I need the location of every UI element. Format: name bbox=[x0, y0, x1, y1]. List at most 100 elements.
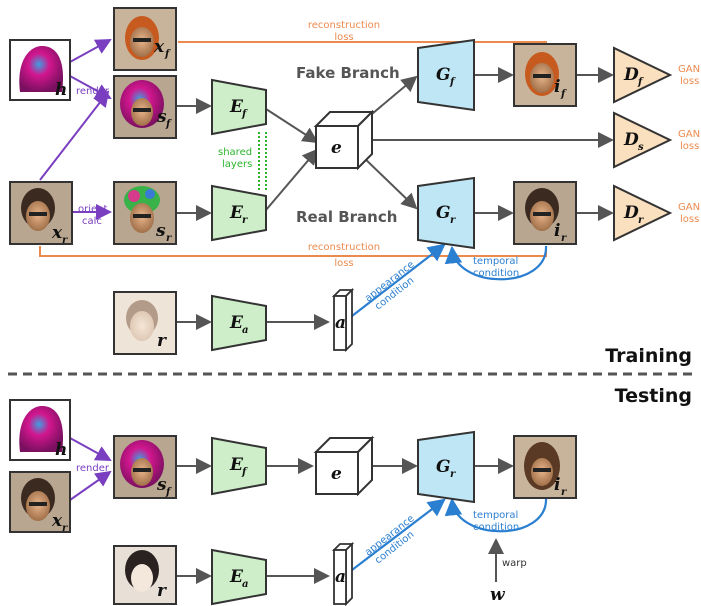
generator-f bbox=[417, 38, 475, 112]
label-i-r-sub: r bbox=[561, 233, 567, 244]
encoder-a-training bbox=[211, 294, 267, 352]
test-main-arrows bbox=[176, 458, 514, 584]
label-G-r-sub: r bbox=[450, 215, 456, 226]
label-orient: orient bbox=[78, 204, 107, 215]
shared-layers-link bbox=[258, 132, 267, 190]
label-s-f: s bbox=[156, 107, 167, 127]
label-i-r-testing: i bbox=[554, 475, 560, 495]
label-i-r-testing-sub: r bbox=[561, 487, 567, 498]
label-D-s: D bbox=[623, 130, 639, 150]
label-w: w bbox=[490, 585, 506, 605]
encoder-a-testing bbox=[211, 548, 267, 606]
label-gan-r-2: loss bbox=[680, 214, 699, 225]
discriminator-r bbox=[613, 184, 673, 242]
label-real-branch: Real Branch bbox=[296, 208, 397, 226]
label-shared: shared bbox=[218, 147, 252, 158]
label-s-f-sub: f bbox=[165, 119, 172, 130]
label-G-f: G bbox=[436, 65, 451, 85]
label-G-r-testing: G bbox=[436, 457, 451, 477]
label-h-testing: h bbox=[55, 440, 67, 460]
label-E-f-sub: f bbox=[241, 109, 248, 120]
label-s-f-testing: s bbox=[156, 475, 167, 495]
image-s-r bbox=[113, 181, 177, 245]
label-E-a-testing-sub: a bbox=[242, 579, 248, 590]
label-E-a-testing: E bbox=[229, 567, 244, 587]
label-layers: layers bbox=[222, 159, 252, 170]
label-gan-s-2: loss bbox=[680, 141, 699, 152]
label-warp: warp bbox=[502, 558, 527, 569]
label-recon-bottom-1: reconstruction bbox=[308, 242, 380, 253]
image-x-r-testing bbox=[9, 471, 71, 533]
image-r-training bbox=[113, 291, 177, 355]
label-D-f-sub: f bbox=[637, 77, 644, 88]
label-E-r-sub: r bbox=[242, 215, 248, 226]
label-x-f-sub: f bbox=[164, 49, 171, 60]
image-i-r-training bbox=[513, 181, 577, 245]
image-h-training bbox=[9, 39, 71, 101]
label-i-r: i bbox=[554, 221, 560, 241]
label-s-r-sub: r bbox=[166, 233, 172, 244]
latent-e-training bbox=[313, 109, 375, 171]
label-E-a-training: E bbox=[229, 313, 244, 333]
image-s-f-testing bbox=[113, 435, 177, 499]
label-temporal-testing-1: temporal bbox=[473, 510, 518, 521]
label-render-testing: render bbox=[76, 463, 110, 474]
label-gan-s-1: GAN bbox=[678, 129, 700, 140]
label-D-r-sub: r bbox=[638, 215, 644, 226]
label-r-training: r bbox=[157, 331, 167, 351]
label-E-f: E bbox=[229, 97, 244, 117]
label-temporal-training-1: temporal bbox=[473, 256, 518, 267]
label-gan-f-2: loss bbox=[680, 76, 699, 87]
label-e-training: e bbox=[331, 138, 342, 158]
image-s-f bbox=[113, 75, 177, 139]
label-r-testing: r bbox=[157, 581, 167, 601]
label-G-r: G bbox=[436, 203, 451, 223]
generator-r-testing bbox=[417, 430, 475, 504]
render-arrows bbox=[39, 39, 112, 220]
label-gan-f-1: GAN bbox=[678, 64, 700, 75]
label-a-training: a bbox=[335, 313, 346, 333]
label-E-f-testing: E bbox=[229, 455, 244, 475]
label-calc: calc bbox=[82, 216, 102, 227]
encoder-f-testing bbox=[211, 436, 267, 496]
image-x-r-training bbox=[9, 181, 73, 245]
test-render-arrows bbox=[69, 437, 112, 501]
test-condition-arrows bbox=[351, 497, 548, 571]
label-x-r-sub: r bbox=[62, 235, 68, 246]
label-x-f: x bbox=[153, 37, 165, 57]
label-G-f-sub: f bbox=[449, 77, 456, 88]
discriminator-s bbox=[613, 111, 673, 169]
label-E-f-testing-sub: f bbox=[241, 467, 248, 478]
condition-arrows bbox=[351, 243, 548, 317]
label-x-r: x bbox=[51, 223, 63, 243]
encoder-f-training bbox=[211, 78, 267, 136]
image-x-f bbox=[113, 7, 177, 71]
label-h-training: h bbox=[55, 80, 67, 100]
label-D-s-sub: s bbox=[638, 142, 644, 153]
label-E-a-sub: a bbox=[242, 325, 248, 336]
label-i-f: i bbox=[554, 77, 560, 97]
label-x-r-testing-sub: r bbox=[62, 523, 68, 534]
label-temporal-testing-2: condition bbox=[473, 522, 519, 533]
label-s-r: s bbox=[155, 221, 166, 241]
label-E-r: E bbox=[229, 203, 244, 223]
label-s-f-testing-sub: f bbox=[165, 487, 172, 498]
image-i-r-testing bbox=[513, 435, 577, 499]
appearance-vector-a-testing bbox=[331, 541, 355, 606]
discriminator-f bbox=[613, 46, 673, 104]
label-D-r: D bbox=[623, 203, 639, 223]
label-e-testing: e bbox=[331, 464, 342, 484]
label-gan-r-1: GAN bbox=[678, 202, 700, 213]
label-D-f: D bbox=[623, 65, 639, 85]
label-x-r-testing: x bbox=[51, 511, 63, 531]
label-recon-top-2: loss bbox=[334, 32, 353, 43]
section-title-testing: Testing bbox=[615, 385, 692, 407]
label-a-testing: a bbox=[335, 567, 346, 587]
generator-r-training bbox=[417, 176, 475, 250]
image-h-testing bbox=[9, 399, 71, 461]
encoder-r-training bbox=[211, 184, 267, 242]
section-title-training: Training bbox=[605, 345, 692, 367]
label-G-r-testing-sub: r bbox=[450, 469, 456, 480]
label-recon-bottom-2: loss bbox=[334, 258, 353, 269]
